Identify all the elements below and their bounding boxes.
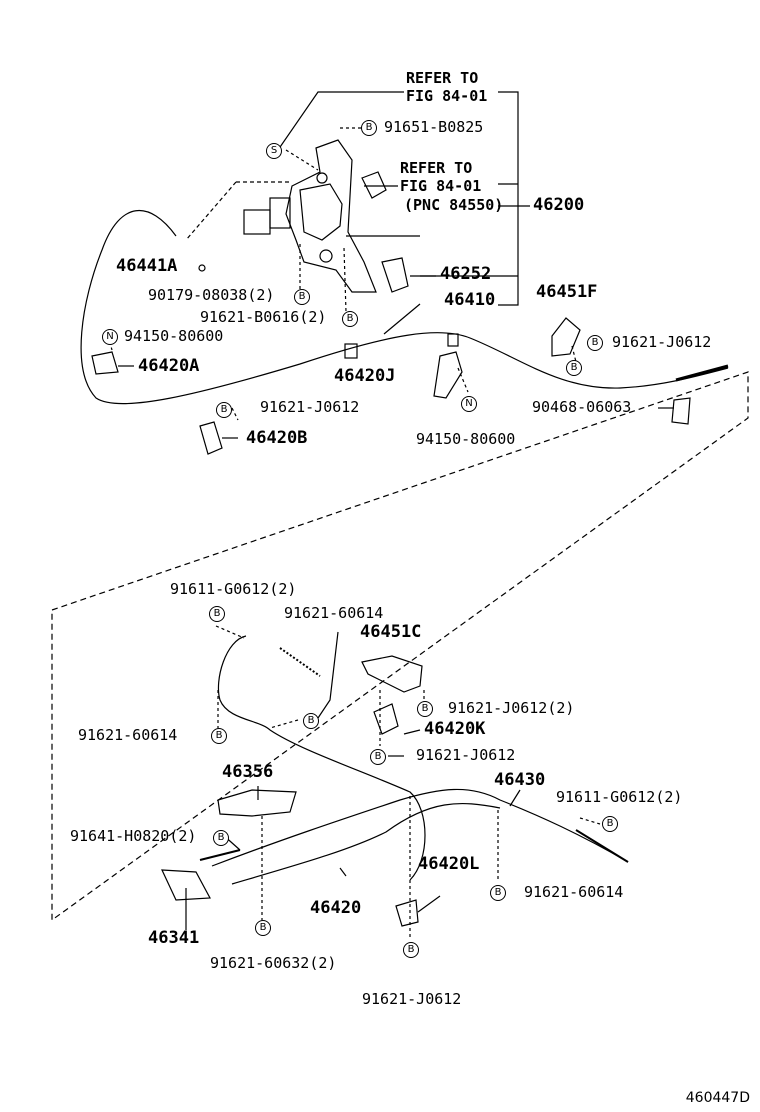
nut-badge: N xyxy=(102,329,118,345)
label-46200: 46200 xyxy=(533,195,585,215)
bolt-badge: B xyxy=(303,713,319,729)
refer-to-1-line1: REFER TO xyxy=(406,69,479,87)
label-46341: 46341 xyxy=(148,928,200,948)
label-91621-60614-bottom: 91621-60614 xyxy=(524,883,624,901)
label-46420: 46420 xyxy=(310,898,362,918)
label-91621-J0612-2: 91621-J0612(2) xyxy=(448,699,575,717)
refer-to-2-line2: FIG 84-01 xyxy=(400,177,482,195)
label-91641-H0820: 91641-H0820(2) xyxy=(70,827,197,845)
bolt-badge: B xyxy=(602,816,618,832)
label-91621-J0612-k: 91621-J0612 xyxy=(416,746,516,764)
clamp-46420J xyxy=(433,351,463,399)
label-91621-60614-left: 91621-60614 xyxy=(78,726,178,744)
clamp-46420L xyxy=(395,899,419,927)
nut-badge: N xyxy=(461,396,477,412)
label-91621-J0612-right: 91621-J0612 xyxy=(612,333,712,351)
label-90468-06063: 90468-06063 xyxy=(532,398,632,416)
label-46410: 46410 xyxy=(444,290,496,310)
bolt-badge: B xyxy=(490,885,506,901)
label-90179-08038: 90179-08038(2) xyxy=(148,286,275,304)
ref-bracket xyxy=(420,91,530,306)
label-46420L: 46420L xyxy=(418,854,480,874)
clamp-46420K xyxy=(373,703,399,735)
label-94150-80600-mid: 94150-80600 xyxy=(416,430,516,448)
label-46252: 46252 xyxy=(440,264,492,284)
bolt-badge: B xyxy=(370,749,386,765)
bolt-badge: B xyxy=(342,311,358,327)
label-46451C: 46451C xyxy=(360,622,422,642)
refer-to-2-line3: (PNC 84550) xyxy=(404,196,504,214)
bolt-badge: B xyxy=(587,335,603,351)
label-91621-J0612-mid: 91621-J0612 xyxy=(260,398,360,416)
refer-to-1-line2: FIG 84-01 xyxy=(406,87,488,105)
screw-badge: S xyxy=(266,143,282,159)
bolt-badge: B xyxy=(209,606,225,622)
label-46356: 46356 xyxy=(222,762,274,782)
bolt-badge: B xyxy=(417,701,433,717)
label-46430: 46430 xyxy=(494,770,546,790)
label-46420B: 46420B xyxy=(246,428,308,448)
label-91611-G0612-right: 91611-G0612(2) xyxy=(556,788,683,806)
pedal-assembly xyxy=(243,139,420,293)
label-91621-J0612-bottom: 91621-J0612 xyxy=(362,990,462,1008)
bracket-46451F xyxy=(551,317,581,357)
leader-ref1 xyxy=(277,91,404,151)
refer-to-2-line1: REFER TO xyxy=(400,159,473,177)
bracket-46356 xyxy=(217,789,297,817)
bolt-badge: B xyxy=(255,920,271,936)
label-46441A: 46441A xyxy=(116,256,178,276)
label-91621-60614-top: 91621-60614 xyxy=(284,604,384,622)
cable-46420 xyxy=(231,802,501,885)
label-91621-60632: 91621-60632(2) xyxy=(210,954,337,972)
label-91621-B0616: 91621-B0616(2) xyxy=(200,308,327,326)
label-91651-B0825: 91651-B0825 xyxy=(384,118,484,136)
bolt-badge: B xyxy=(216,402,232,418)
label-46420A: 46420A xyxy=(138,356,200,376)
diagram-code: 460447D xyxy=(685,1090,750,1106)
bracket-46341 xyxy=(161,869,211,901)
bolt-badge: B xyxy=(211,728,227,744)
label-91611-G0612-top: 91611-G0612(2) xyxy=(170,580,297,598)
section-boundary xyxy=(51,371,749,922)
bracket-46451C xyxy=(361,655,423,693)
bolt-badge: B xyxy=(361,120,377,136)
clamp-46420B xyxy=(199,421,223,455)
clip-90468 xyxy=(671,397,691,425)
cable-46420-lower xyxy=(211,788,629,867)
cable-46410 xyxy=(80,210,729,405)
cable-46420-upper xyxy=(217,635,426,881)
bolt-badge: B xyxy=(213,830,229,846)
label-94150-80600-left: 94150-80600 xyxy=(124,327,224,345)
label-46451F: 46451F xyxy=(536,282,598,302)
label-46420K: 46420K xyxy=(424,719,486,739)
clamp-46420A xyxy=(91,351,119,375)
bolt-badge: B xyxy=(403,942,419,958)
bolt-badge: B xyxy=(294,289,310,305)
bolt-badge: B xyxy=(566,360,582,376)
label-46420J: 46420J xyxy=(334,366,396,386)
